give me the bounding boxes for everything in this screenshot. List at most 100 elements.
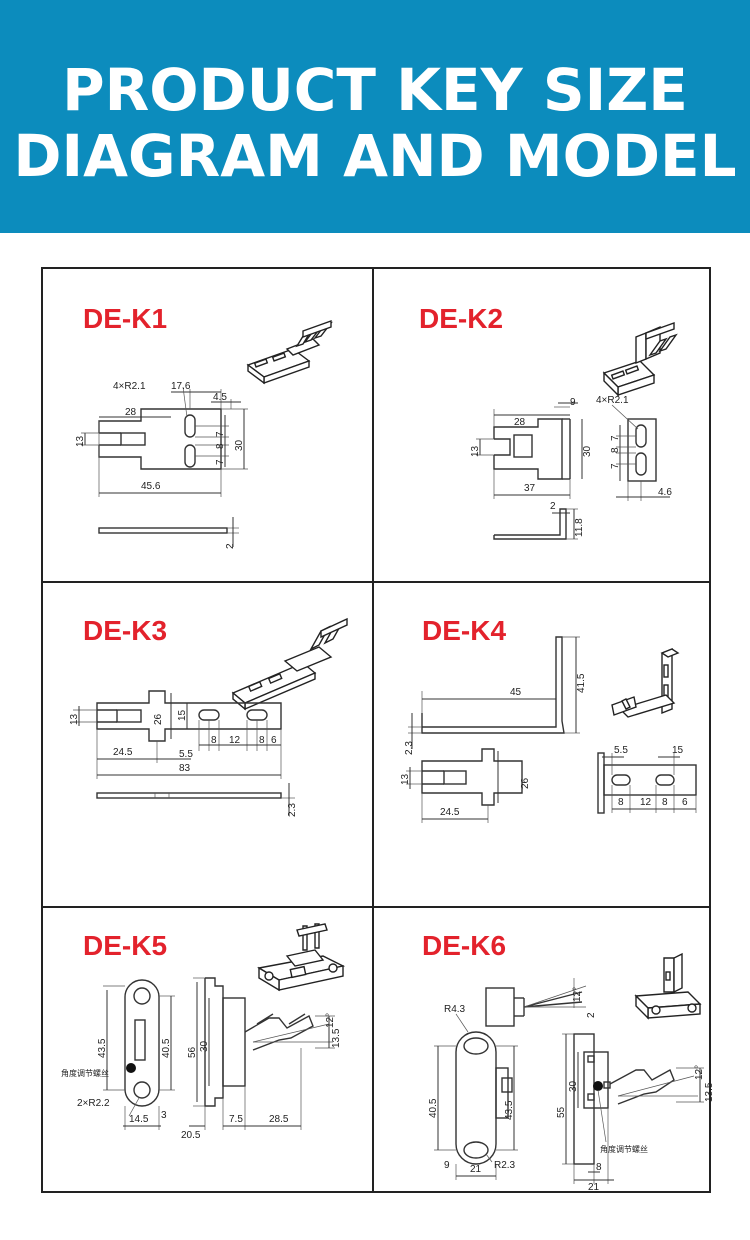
k6-dim-2: 2 — [586, 1012, 597, 1018]
k5-side-view: 56 30 12° 13.5 20.5 7.5 28.5 — [181, 977, 342, 1141]
k1-dim-7b: 7 — [215, 459, 226, 465]
k1-side-view: 2 — [98, 517, 239, 549]
k1-dim-4-5: 4.5 — [213, 392, 227, 403]
cell-de-k4: DE-K4 45 41.5 — [374, 583, 709, 906]
diagram-de-k3: 13 26 15 8 12 8 6 24.5 5.5 83 2.3 — [69, 617, 348, 817]
k1-front-view: 4×R2.1 17.6 4.5 28 13 7 8 7 30 45.6 — [75, 381, 248, 497]
k5-dim-13-5: 13.5 — [331, 1028, 342, 1048]
model-label-de-k1: DE-K1 — [83, 303, 168, 334]
k2-dim-9: 9 — [570, 397, 576, 408]
k5-dim-20-5: 20.5 — [181, 1130, 201, 1141]
k3-dim-6: 6 — [271, 735, 277, 746]
k2-iso-view — [602, 322, 678, 397]
k3-iso-view — [231, 617, 348, 711]
k2-side-view: 2 11.8 — [493, 501, 585, 540]
k5-note-adjust-screw: 角度调节螺丝 — [61, 1068, 109, 1078]
diagram-de-k6: 12° 2 — [428, 952, 715, 1193]
k2-front-view: 9 28 13 30 37 — [470, 397, 593, 499]
k2-dim-8: 8 — [610, 447, 621, 453]
page-title-line-1: PRODUCT KEY SIZE — [62, 56, 688, 124]
k2-dim-13: 13 — [470, 445, 481, 457]
diagram-de-k2: 9 28 13 30 37 4×R2.1 7 — [470, 322, 678, 540]
k1-iso-view — [246, 320, 333, 385]
k4-iso-view — [611, 647, 680, 718]
grid-divider-row-1 — [43, 581, 709, 583]
k4-dim-2-3: 2.3 — [404, 741, 415, 755]
diagram-de-k5: 43.5 40.5 角度调节螺丝 2×R2.2 14.5 3 — [61, 923, 346, 1141]
k6-front-view: R4.3 40.5 43.5 9 21 R2.3 — [428, 1004, 518, 1180]
k1-dim-17-6: 17.6 — [171, 381, 191, 392]
k4-dim-41-5: 41.5 — [576, 673, 587, 693]
model-label-de-k3: DE-K3 — [83, 615, 168, 646]
k3-side-view: 2.3 — [96, 783, 298, 817]
k3-dim-15: 15 — [177, 709, 188, 721]
k6-dim-8: 8 — [596, 1162, 602, 1173]
k1-dim-2: 2 — [225, 543, 236, 549]
k4-dim-26: 26 — [520, 777, 531, 789]
k2-dim-28: 28 — [514, 417, 526, 428]
k4-dim-13: 13 — [400, 773, 411, 785]
k2-dim-11-8: 11.8 — [574, 518, 585, 537]
cell-de-k2: DE-K2 — [374, 269, 709, 581]
grid-divider-row-2 — [43, 906, 709, 908]
k5-front-view: 43.5 40.5 角度调节螺丝 2×R2.2 14.5 3 — [61, 979, 175, 1130]
k3-dim-13: 13 — [69, 713, 80, 725]
k2-dim-37: 37 — [524, 483, 536, 494]
k4-top-view: 45 41.5 2.3 — [404, 636, 587, 755]
model-grid: DE-K1 — [41, 267, 715, 1193]
k5-dim-hole: 2×R2.2 — [77, 1098, 110, 1109]
k4-dim-12: 12 — [640, 797, 652, 808]
k2-dim-7b: 7 — [610, 463, 621, 469]
k6-dim-43-5: 43.5 — [504, 1100, 515, 1120]
k3-dim-12: 12 — [229, 735, 241, 746]
k2-right-view: 4×R2.1 7 8 7 4.6 — [596, 395, 672, 501]
k4-dim-8b: 8 — [662, 797, 668, 808]
k1-dim-8: 8 — [215, 443, 226, 449]
model-label-de-k2: DE-K2 — [419, 303, 504, 334]
k5-dim-3: 3 — [161, 1110, 167, 1121]
k1-dim-45-6: 45.6 — [141, 481, 161, 492]
diagram-de-k4: 45 41.5 2.3 13 26 24.5 — [400, 636, 697, 823]
k4-dim-15: 15 — [672, 745, 684, 756]
cell-de-k3: DE-K3 — [43, 583, 372, 906]
k2-dim-4-6: 4.6 — [658, 487, 672, 498]
k1-dim-30: 30 — [234, 439, 245, 451]
k6-dim-21b: 21 — [588, 1182, 600, 1193]
k5-dim-14-5: 14.5 — [129, 1114, 149, 1125]
k5-dim-7-5: 7.5 — [229, 1114, 243, 1125]
k6-dim-r2-3: R2.3 — [494, 1160, 516, 1171]
k4-dim-8a: 8 — [618, 797, 624, 808]
cell-de-k1: DE-K1 — [43, 269, 372, 581]
k3-dim-8b: 8 — [259, 735, 265, 746]
k4-dim-45: 45 — [510, 687, 522, 698]
k3-dim-26: 26 — [153, 713, 164, 725]
k3-dim-2-3: 2.3 — [287, 803, 298, 817]
k4-dim-24-5: 24.5 — [440, 807, 460, 818]
k5-iso-view — [257, 923, 346, 992]
header-banner: PRODUCT KEY SIZE DIAGRAM AND MODEL — [0, 0, 750, 233]
k5-dim-30: 30 — [199, 1040, 210, 1052]
k6-dim-9: 9 — [444, 1160, 450, 1171]
grid-divider-vertical — [372, 269, 374, 1191]
cell-de-k5: DE-K5 — [43, 908, 372, 1191]
k6-dim-12a: 12° — [572, 987, 583, 1002]
k3-dim-83: 83 — [179, 763, 191, 774]
k5-dim-12: 12° — [325, 1013, 336, 1028]
k1-dim-7a: 7 — [215, 431, 226, 437]
model-label-de-k6: DE-K6 — [422, 930, 507, 961]
k4-front-view: 13 26 24.5 — [400, 748, 531, 823]
k6-dim-r4-3: R4.3 — [444, 1004, 466, 1015]
k4-dim-5-5: 5.5 — [614, 745, 628, 756]
k4-dim-6: 6 — [682, 797, 688, 808]
k5-dim-28-5: 28.5 — [269, 1114, 289, 1125]
k6-top-angle-view: 12° 2 — [485, 978, 597, 1027]
page-title-line-2: DIAGRAM AND MODEL — [13, 122, 737, 190]
k6-dim-13-5: 13.5 — [704, 1082, 715, 1102]
k1-dim-28: 28 — [125, 407, 137, 418]
k2-dim-30: 30 — [582, 445, 593, 457]
k1-dim-13: 13 — [75, 435, 86, 447]
k6-dim-55: 55 — [556, 1106, 567, 1118]
k3-dim-8a: 8 — [211, 735, 217, 746]
k4-right-view: 5.5 15 8 12 8 6 — [597, 745, 697, 814]
k3-dim-5-5: 5.5 — [179, 749, 193, 760]
